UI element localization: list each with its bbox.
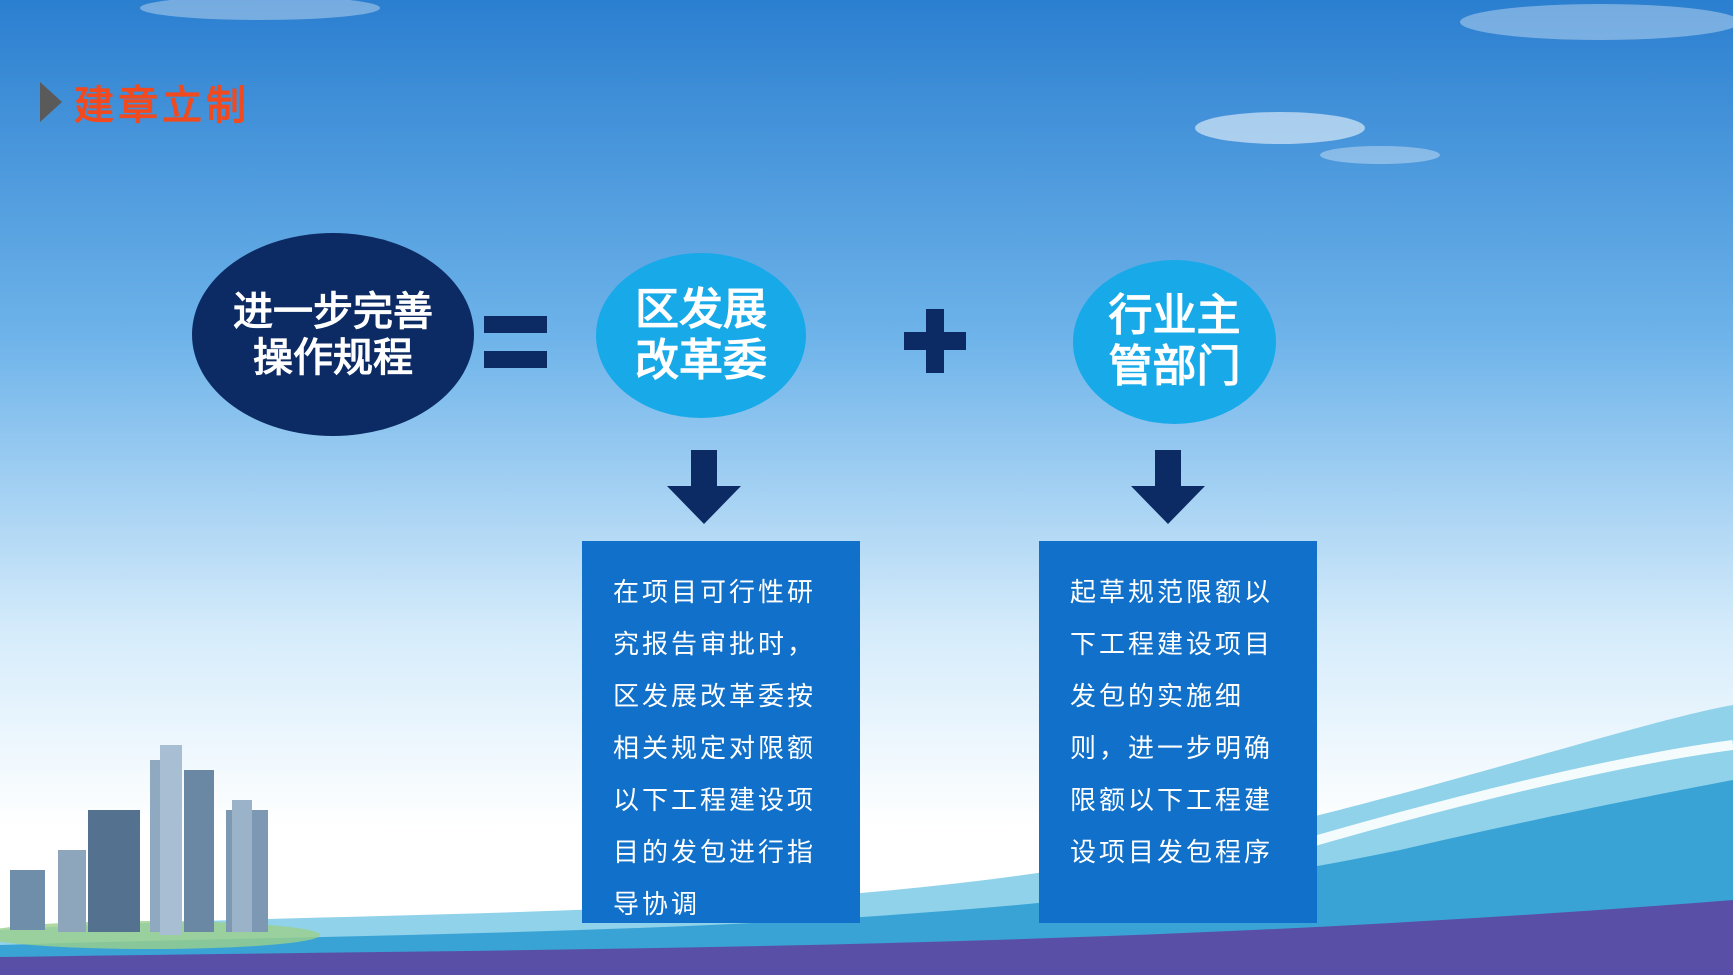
triangle-right-icon (40, 82, 62, 122)
cloud (1320, 146, 1440, 164)
oval-industry-department-label: 行业主 管部门 (1108, 290, 1241, 392)
oval-operation-rules-label: 进一步完善 操作规程 (233, 287, 433, 381)
wave (0, 780, 1733, 975)
text-box-development-reform-text: 在项目可行性研究报告审批时，区发展改革委按相关规定对限额以下工程建设项目的发包进… (613, 578, 817, 920)
wave (1248, 740, 1733, 865)
text-box-industry-department-text: 起草规范限额以下工程建设项目发包的实施细则，进一步明确限额以下工程建设项目发包程… (1070, 578, 1274, 868)
cloud (1195, 112, 1365, 144)
wave (0, 900, 1733, 975)
arrow-down-icon (667, 450, 741, 524)
page-title: 建章立制 (74, 82, 250, 129)
equals-icon (484, 316, 547, 368)
text-box-development-reform: 在项目可行性研究报告审批时，区发展改革委按相关规定对限额以下工程建设项目的发包进… (582, 541, 860, 923)
oval-development-reform-commission-label: 区发展 改革委 (635, 283, 767, 386)
cloud (1460, 4, 1733, 40)
page-header: 建章立制 (40, 72, 250, 132)
oval-operation-rules: 进一步完善 操作规程 (192, 233, 474, 436)
cloud (140, 0, 380, 20)
arrow-down-icon (1131, 450, 1205, 524)
plus-icon (904, 309, 966, 373)
oval-development-reform-commission: 区发展 改革委 (596, 253, 806, 418)
text-box-industry-department: 起草规范限额以下工程建设项目发包的实施细则，进一步明确限额以下工程建设项目发包程… (1039, 541, 1317, 923)
oval-industry-department: 行业主 管部门 (1073, 260, 1276, 424)
city-illustration (0, 745, 320, 949)
